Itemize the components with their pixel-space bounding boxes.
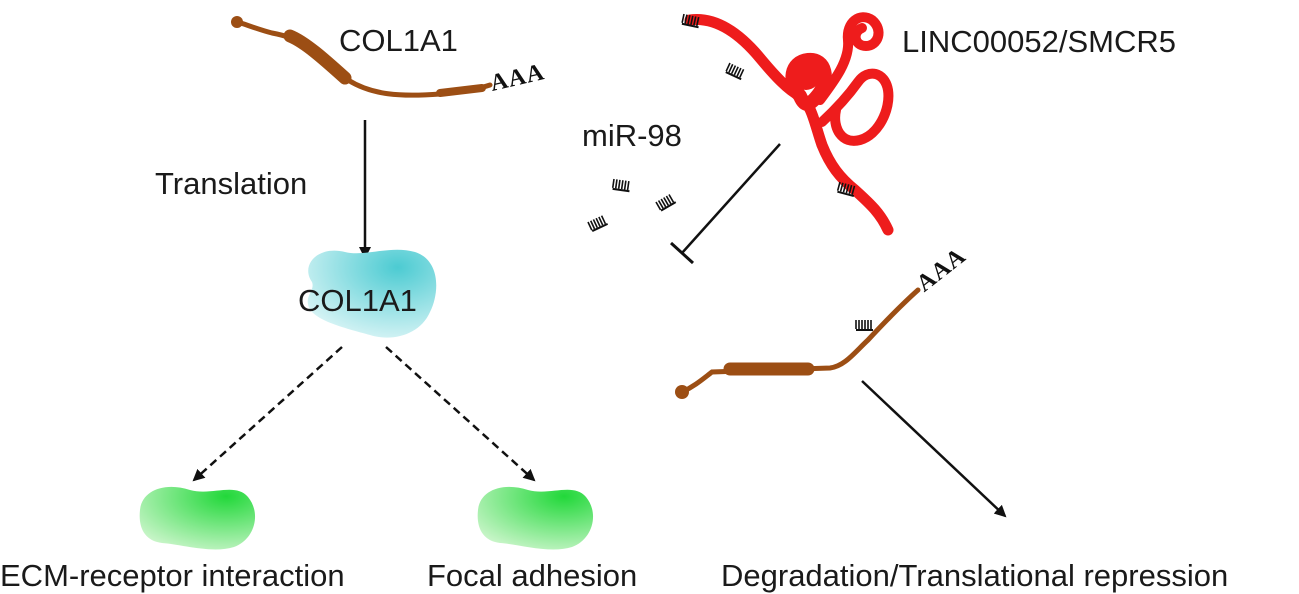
mirna-label: miR-98	[582, 118, 682, 153]
lncrna-label: LINC00052/SMCR5	[902, 24, 1176, 59]
col1a1-mrna-top	[231, 16, 493, 98]
mrna-label-top: COL1A1	[339, 23, 458, 58]
col1a1-protein-blob	[307, 249, 437, 338]
ecm-label: ECM-receptor interaction	[0, 558, 345, 593]
mirna-symbol-free-3	[587, 213, 609, 233]
focal-pathway-blob	[477, 486, 594, 550]
lncrna-strand	[684, 12, 894, 236]
inhibition-line	[669, 143, 781, 265]
mirna-symbol-free-1	[611, 178, 632, 193]
translation-label: Translation	[155, 166, 308, 201]
protein-label: COL1A1	[298, 283, 417, 318]
mirna-symbol-bound	[855, 319, 874, 331]
ecm-pathway-arrow	[192, 346, 343, 482]
col1a1-mrna-bottom	[675, 287, 921, 399]
mirna-symbol-free-2	[655, 192, 677, 212]
focal-pathway-arrow	[385, 346, 536, 482]
degradation-arrow	[861, 380, 1007, 518]
degradation-label: Degradation/Translational repression	[721, 558, 1229, 593]
focal-label: Focal adhesion	[427, 558, 638, 593]
mirna-symbol-lnc-mid	[724, 62, 747, 81]
ecm-pathway-blob	[139, 486, 256, 550]
